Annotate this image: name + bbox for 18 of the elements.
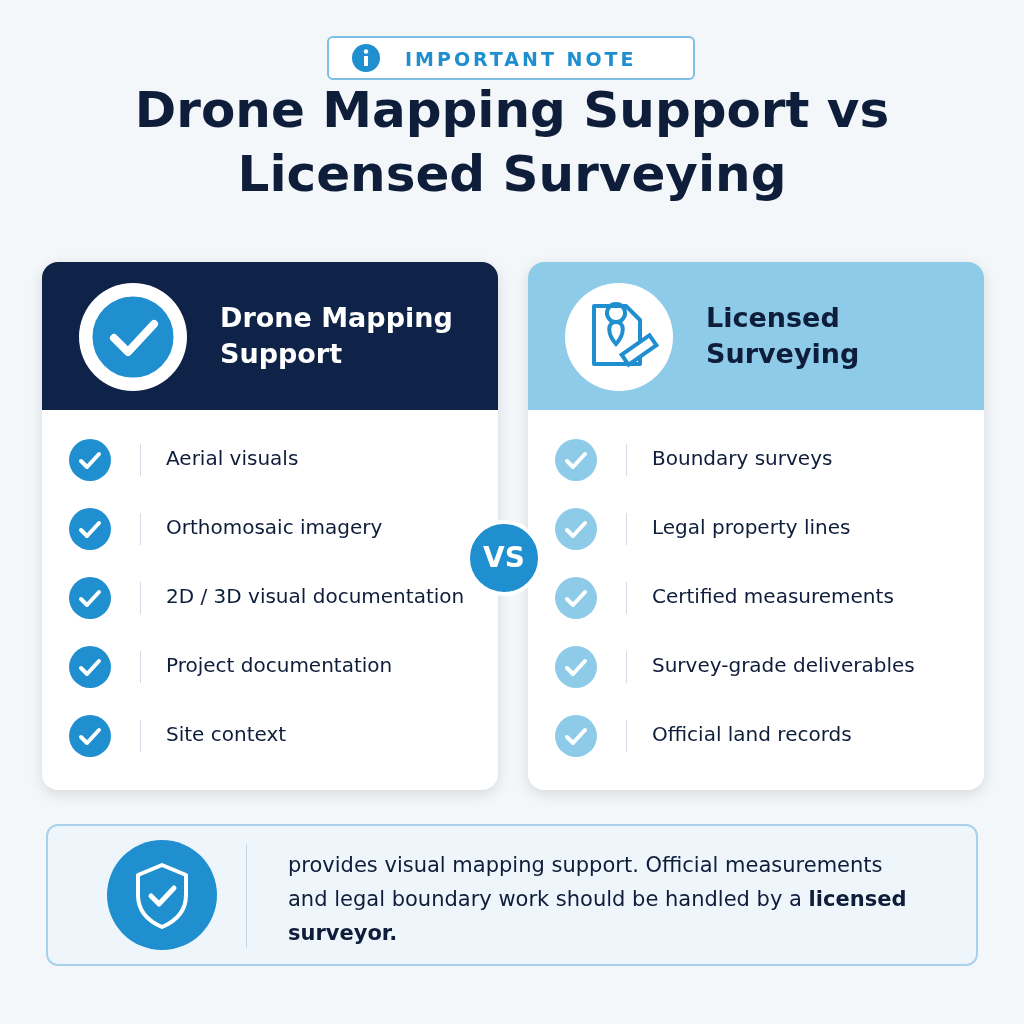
list-item: Aerial visuals [166,446,299,470]
list-item: Site context [166,722,287,746]
list-item: Legal property lines [652,515,851,539]
list-item: 2D / 3D visual documentation [166,584,465,608]
note-text: provides visual mapping support. Official measurements and legal boundary work should be handled by a licensed surveyor. [288,852,908,947]
list-item: Orthomosaic imagery [166,515,383,539]
list-item: Project documentation [166,653,393,677]
list-item: Boundary surveys [652,446,833,470]
card-heading: Drone Mapping Support [220,301,454,371]
list-item: Official land records [652,722,852,746]
note-badge [327,36,695,80]
list-item: Survey-grade deliverables [652,653,915,677]
title: Drone Mapping Support vs Licensed Surveying [133,80,891,205]
comparison-card [528,262,984,790]
note-box [46,824,978,966]
list-item: Certified measurements [652,584,894,608]
badge-label: IMPORTANT NOTE [405,48,637,70]
card-heading: Licensed Surveying [706,301,861,371]
